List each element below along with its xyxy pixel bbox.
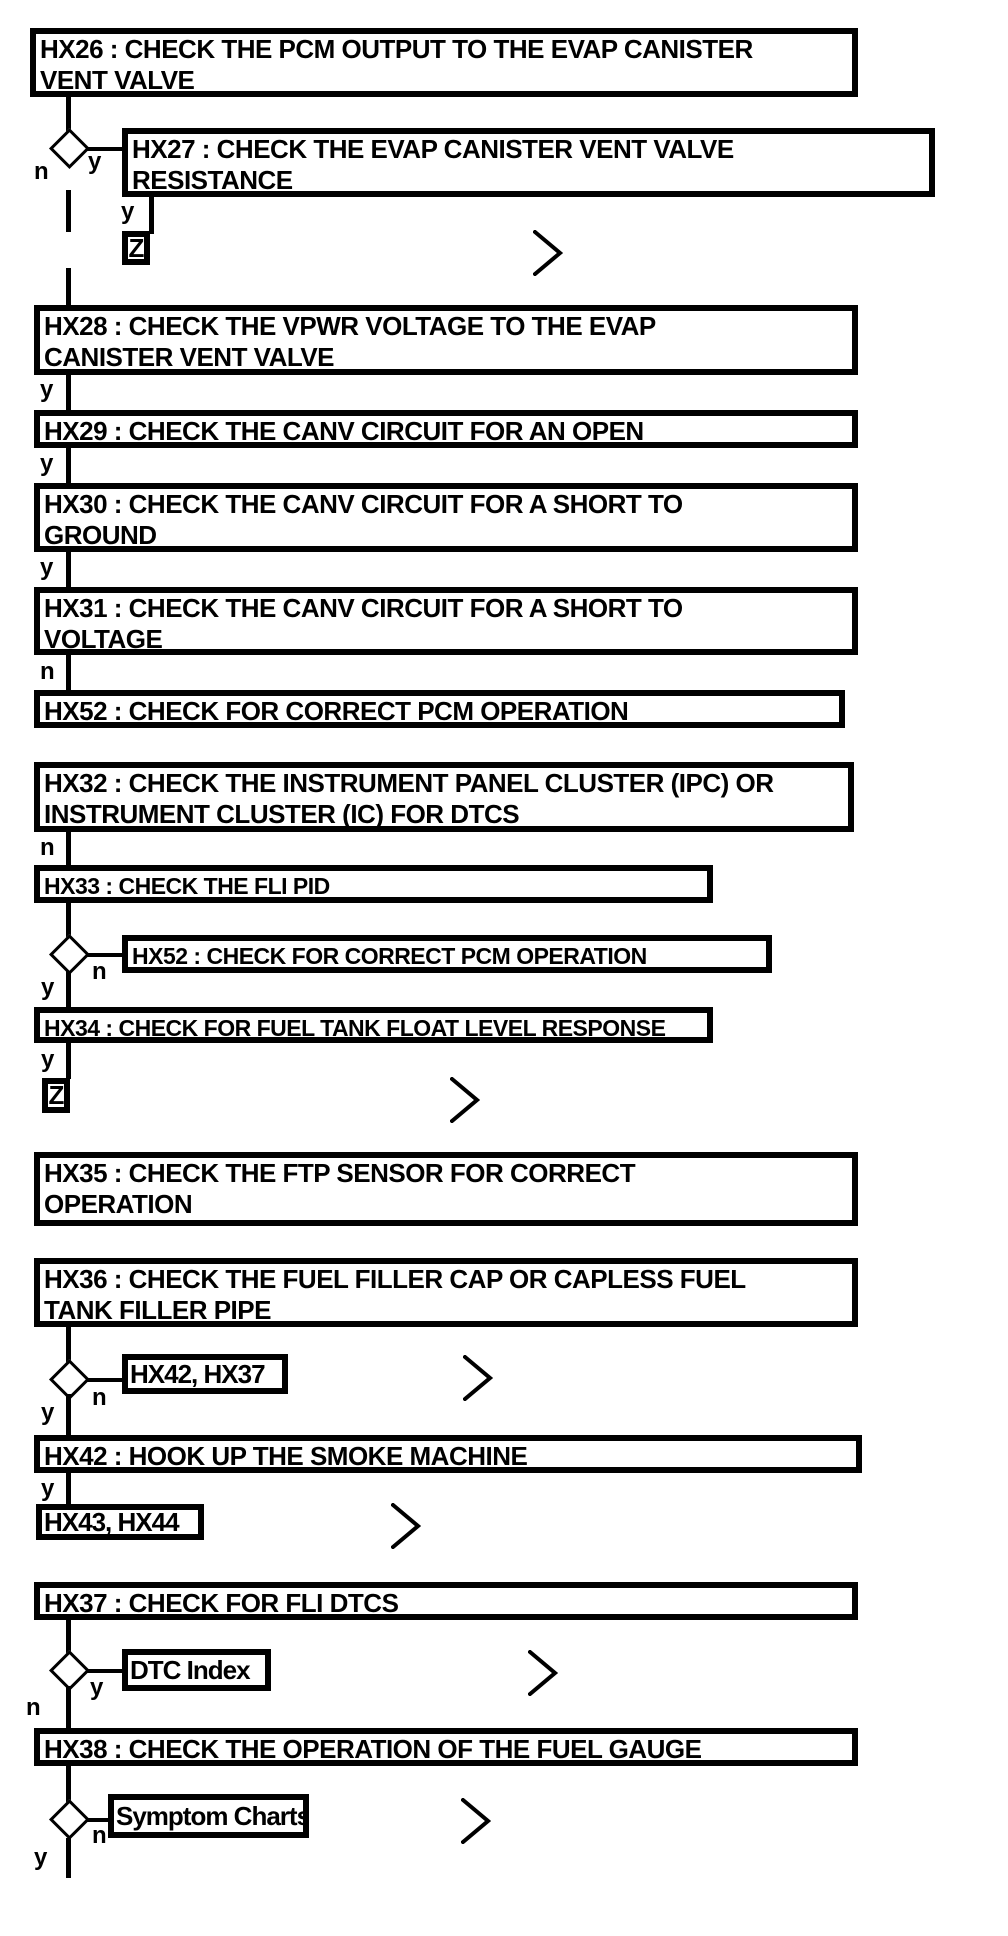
branch-label-no: n	[40, 658, 55, 685]
reference-box-hx43-hx44[interactable]: HX43, HX44	[36, 1504, 204, 1540]
step-box-hx31: HX31 : CHECK THE CANV CIRCUIT FOR A SHOR…	[34, 587, 858, 655]
step-box-hx42: HX42 : HOOK UP THE SMOKE MACHINE	[34, 1435, 862, 1473]
connector-line	[66, 654, 71, 692]
connector-line	[66, 190, 71, 232]
branch-label-yes: y	[41, 1046, 55, 1073]
reference-box-hx42-hx37[interactable]: HX42, HX37	[122, 1354, 288, 1394]
reference-box-z[interactable]: Z	[42, 1078, 70, 1113]
step-box-hx52-repeat: HX52 : CHECK FOR CORRECT PCM OPERATION	[122, 935, 772, 973]
step-box-hx34: HX34 : CHECK FOR FUEL TANK FLOAT LEVEL R…	[34, 1007, 713, 1043]
continue-chevron-icon	[449, 1076, 481, 1128]
step-box-hx35: HX35 : CHECK THE FTP SENSOR FOR CORRECT …	[34, 1152, 858, 1226]
connector-line	[149, 196, 154, 234]
connector-line	[66, 551, 71, 589]
reference-box-z[interactable]: Z	[122, 231, 150, 265]
branch-label-yes: y	[88, 148, 102, 175]
branch-label-no: n	[40, 834, 55, 861]
continue-chevron-icon	[462, 1354, 494, 1406]
reference-box-symptom-charts[interactable]: Symptom Charts	[108, 1794, 309, 1838]
step-box-hx52: HX52 : CHECK FOR CORRECT PCM OPERATION	[34, 690, 845, 728]
step-box-hx32: HX32 : CHECK THE INSTRUMENT PANEL CLUSTE…	[34, 762, 854, 832]
reference-box-dtc-index[interactable]: DTC Index	[122, 1649, 271, 1691]
branch-label-yes: y	[40, 450, 54, 477]
decision-diamond-hx26	[48, 127, 91, 170]
continue-chevron-icon	[527, 1649, 559, 1701]
continue-chevron-icon	[460, 1797, 492, 1849]
branch-label-no: n	[92, 1822, 107, 1849]
connector-line	[66, 1618, 71, 1658]
connector-line	[66, 1686, 71, 1730]
connector-line	[66, 446, 71, 486]
step-box-hx37: HX37 : CHECK FOR FLI DTCS	[34, 1582, 858, 1620]
branch-label-yes: y	[40, 376, 54, 403]
connector-line	[66, 1325, 71, 1367]
branch-label-no: n	[92, 958, 107, 985]
continue-chevron-icon	[532, 229, 564, 281]
connector-line	[86, 1818, 122, 1822]
continue-chevron-icon	[390, 1502, 422, 1554]
connector-line	[66, 1838, 71, 1878]
step-box-hx27: HX27 : CHECK THE EVAP CANISTER VENT VALV…	[122, 128, 935, 197]
branch-label-yes: y	[121, 198, 135, 225]
connector-line	[86, 147, 122, 151]
decision-diamond-hx33	[48, 933, 91, 976]
step-box-hx30: HX30 : CHECK THE CANV CIRCUIT FOR A SHOR…	[34, 483, 858, 552]
connector-line	[66, 901, 71, 941]
connector-line	[66, 1394, 71, 1436]
branch-label-yes: y	[41, 1399, 55, 1426]
branch-label-yes: y	[41, 974, 55, 1001]
connector-line	[66, 374, 71, 412]
branch-label-no: n	[26, 1694, 41, 1721]
step-box-hx33: HX33 : CHECK THE FLI PID	[34, 865, 713, 903]
connector-line	[66, 1041, 71, 1079]
connector-line	[86, 1378, 122, 1382]
step-box-hx26: HX26 : CHECK THE PCM OUTPUT TO THE EVAP …	[30, 28, 858, 97]
branch-label-yes: y	[34, 1844, 48, 1871]
step-box-hx38: HX38 : CHECK THE OPERATION OF THE FUEL G…	[34, 1728, 858, 1766]
branch-label-yes: y	[40, 554, 54, 581]
decision-diamond-hx38	[48, 1798, 91, 1841]
step-box-hx28: HX28 : CHECK THE VPWR VOLTAGE TO THE EVA…	[34, 305, 858, 375]
connector-line	[66, 1471, 71, 1507]
connector-line	[66, 831, 71, 867]
decision-diamond-hx37	[48, 1649, 91, 1692]
connector-line	[86, 953, 122, 957]
branch-label-no: n	[34, 158, 49, 185]
branch-label-no: n	[92, 1384, 107, 1411]
connector-line	[86, 1669, 122, 1673]
step-box-hx36: HX36 : CHECK THE FUEL FILLER CAP OR CAPL…	[34, 1258, 858, 1327]
connector-line	[66, 1764, 71, 1806]
step-box-hx29: HX29 : CHECK THE CANV CIRCUIT FOR AN OPE…	[34, 410, 858, 448]
connector-line	[66, 95, 71, 133]
branch-label-yes: y	[90, 1674, 104, 1701]
branch-label-yes: y	[41, 1475, 55, 1502]
connector-line	[66, 268, 71, 306]
connector-line	[66, 971, 71, 1009]
